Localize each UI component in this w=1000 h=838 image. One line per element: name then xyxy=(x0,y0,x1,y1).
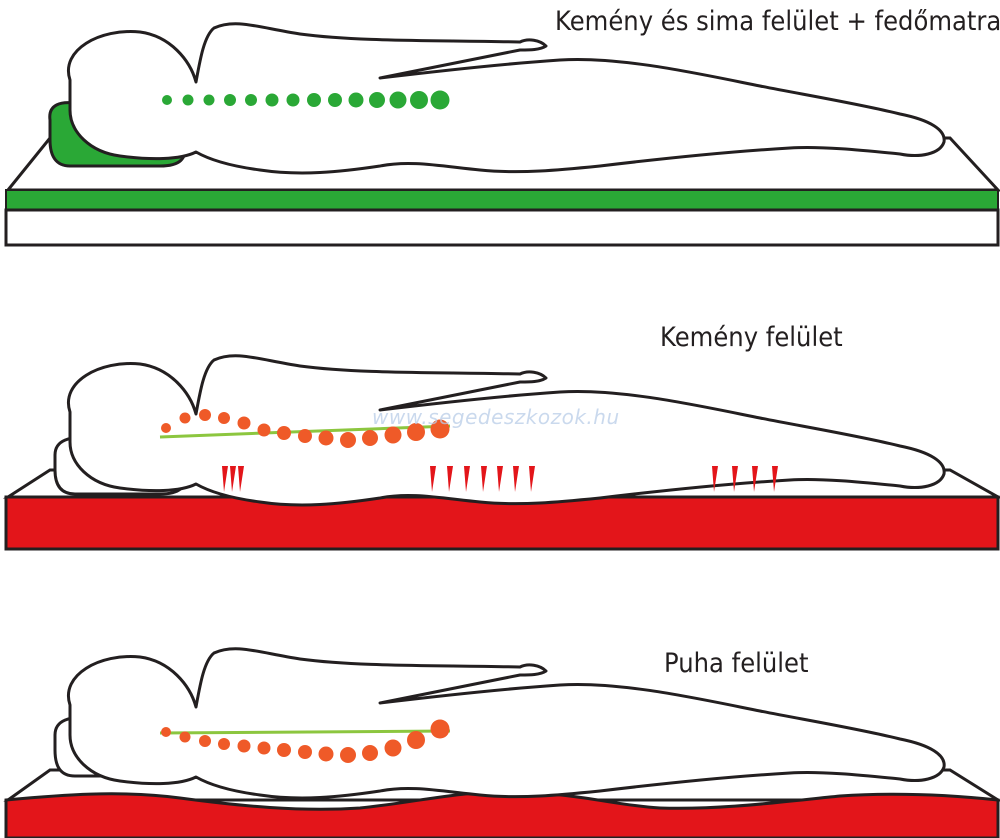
panel-firm xyxy=(2,354,1000,551)
spine-dots-straight xyxy=(162,90,450,110)
pressure-points xyxy=(222,466,778,492)
mattress-red-soft xyxy=(4,790,1000,838)
caption-soft: Puha felület xyxy=(664,648,809,679)
topper-layer xyxy=(5,189,999,211)
watermark: www.segedeszkozok.hu xyxy=(372,405,620,429)
mattress-red-firm xyxy=(4,495,1000,551)
panel-soft xyxy=(3,647,1000,838)
mattress-base xyxy=(4,208,1000,247)
caption-firm: Kemény felület xyxy=(660,322,843,353)
panel-firm-with-topper xyxy=(4,22,1000,247)
caption-firm-with-topper: Kemény és sima felület + fedőmatrac xyxy=(555,6,1000,37)
spine-reference-line xyxy=(159,729,451,735)
spine-dots-curved xyxy=(161,409,450,448)
spine-dots-sagging xyxy=(161,719,450,763)
